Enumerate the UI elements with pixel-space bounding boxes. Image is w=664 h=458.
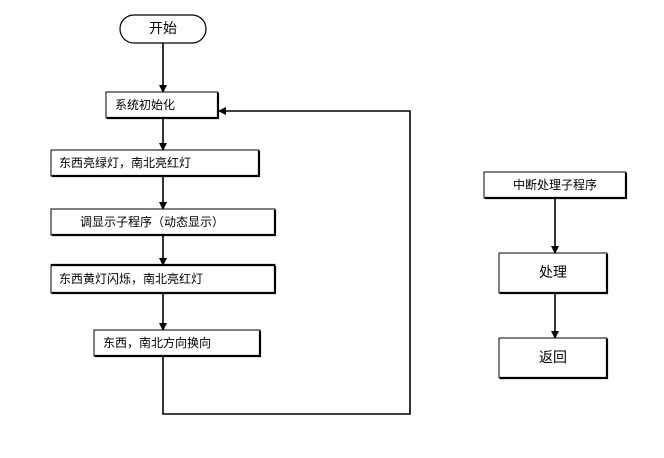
connector-loop-back [162,107,411,415]
step-init: 系统初始化 [105,91,220,120]
process-label: 处理 [539,265,567,281]
step-yellow-flash: 东西黄灯闪烁，南北亮红灯 [50,263,277,295]
step-switch-direction-label: 东西，南北方向换向 [103,335,211,350]
step-display: 调显示子程序（动态显示） [50,208,277,237]
return-label: 返回 [539,350,567,366]
step-switch-direction: 东西，南北方向换向 [93,329,262,358]
start-label: 开始 [149,21,177,37]
step-init-label: 系统初始化 [115,98,175,112]
interrupt-title-node: 中断处理子程序 [483,171,628,200]
step-display-label: 调显示子程序（动态显示） [80,214,224,229]
step-green-light: 东西亮绿灯，南北亮红灯 [50,149,261,178]
start-node: 开始 [119,14,207,44]
return-node: 返回 [498,337,609,380]
step-green-light-label: 东西亮绿灯，南北亮红灯 [59,155,191,170]
interrupt-title-label: 中断处理子程序 [513,177,597,192]
process-node: 处理 [498,252,609,295]
step-yellow-flash-label: 东西黄灯闪烁，南北亮红灯 [59,271,203,286]
